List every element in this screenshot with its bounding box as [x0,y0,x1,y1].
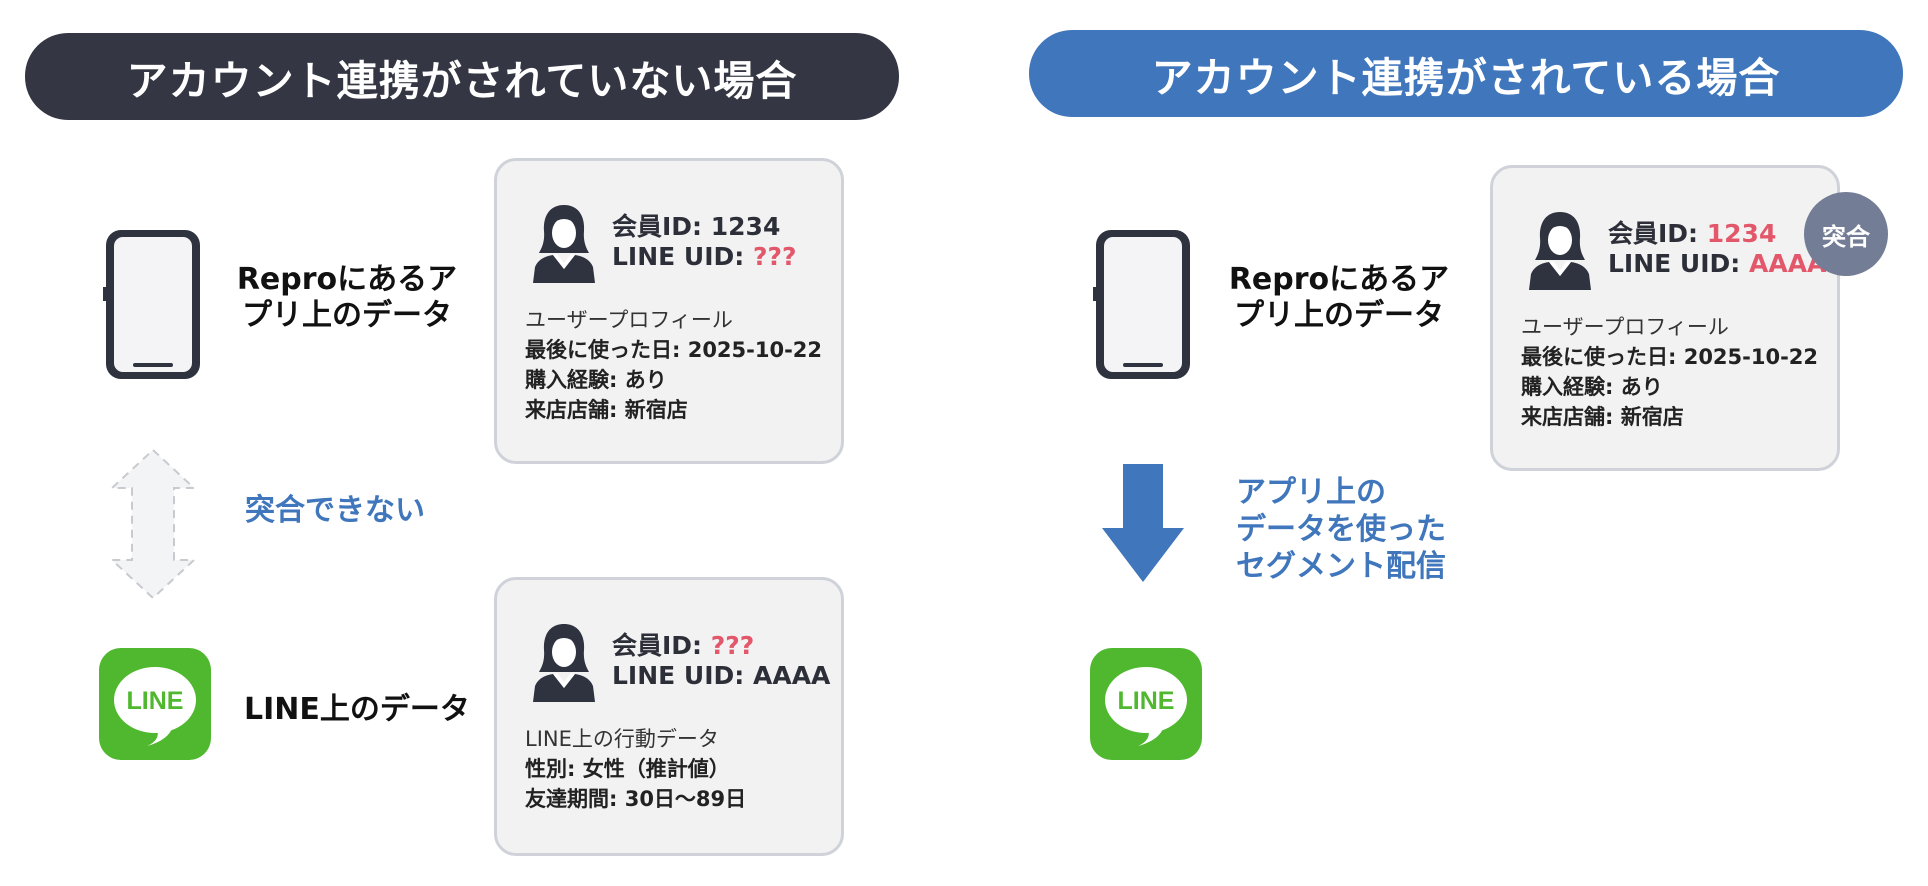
double-arrow-icon [109,448,197,600]
profile-row: 来店店舗: 新宿店 [525,398,688,422]
profile-section-title: ユーザープロフィール [1521,315,1729,339]
line-bubble-icon: LINE [1105,667,1187,746]
female-user-icon [533,624,595,702]
line-logo-text: LINE [1118,687,1175,715]
segment-delivery-label: アプリ上の データを使った セグメント配信 [1236,475,1446,584]
line-behavior-section-title: LINE上の行動データ [525,727,719,751]
repro-app-data-label: Reproにあるアプリ上のデータ [236,262,458,333]
female-user-icon [1529,212,1591,290]
member-id: 会員ID: 1234 [1608,219,1777,248]
female-user-icon [533,205,595,283]
linked-profile-card: 会員ID: 1234 LINE UID: AAAA ユーザープロフィール 最後に… [1490,165,1840,471]
profile-row: 友達期間: 30日〜89日 [525,787,747,811]
profile-row: 購入経験: あり [1521,375,1663,399]
member-id: 会員ID: ??? [612,631,755,660]
profile-section-title: ユーザープロフィール [525,308,733,332]
repro-app-data-label: Reproにあるアプリ上のデータ [1228,262,1450,333]
matched-badge: 突合 [1804,192,1888,276]
line-logo-text: LINE [127,687,184,715]
right-section-banner: アカウント連携がされている場合 [1029,30,1903,117]
line-uid: LINE UID: AAAA [1608,249,1827,278]
smartphone-icon [103,230,200,379]
profile-row: 最後に使った日: 2025-10-22 [525,338,823,362]
profile-row: 購入経験: あり [525,368,667,392]
line-data-label: LINE上のデータ [244,692,470,727]
line-logo: LINE [1090,648,1202,760]
cannot-match-label: 突合できない [245,493,425,528]
left-section-banner: アカウント連携がされていない場合 [25,33,899,120]
profile-row: 来店店舗: 新宿店 [1521,405,1684,429]
line-uid: LINE UID: AAAA [612,661,831,690]
smartphone-icon [1093,230,1190,379]
member-id: 会員ID: 1234 [612,212,781,241]
app-profile-card: 会員ID: 1234 LINE UID: ??? ユーザープロフィール 最後に使… [494,158,844,464]
line-behavior-card: 会員ID: ??? LINE UID: AAAA LINE上の行動データ 性別:… [494,577,844,856]
profile-row: 最後に使った日: 2025-10-22 [1521,345,1819,369]
line-uid: LINE UID: ??? [612,242,797,271]
line-bubble-icon: LINE [114,667,196,746]
line-logo: LINE [99,648,211,760]
profile-row: 性別: 女性（推計値） [525,757,730,781]
down-arrow-icon [1102,464,1184,582]
